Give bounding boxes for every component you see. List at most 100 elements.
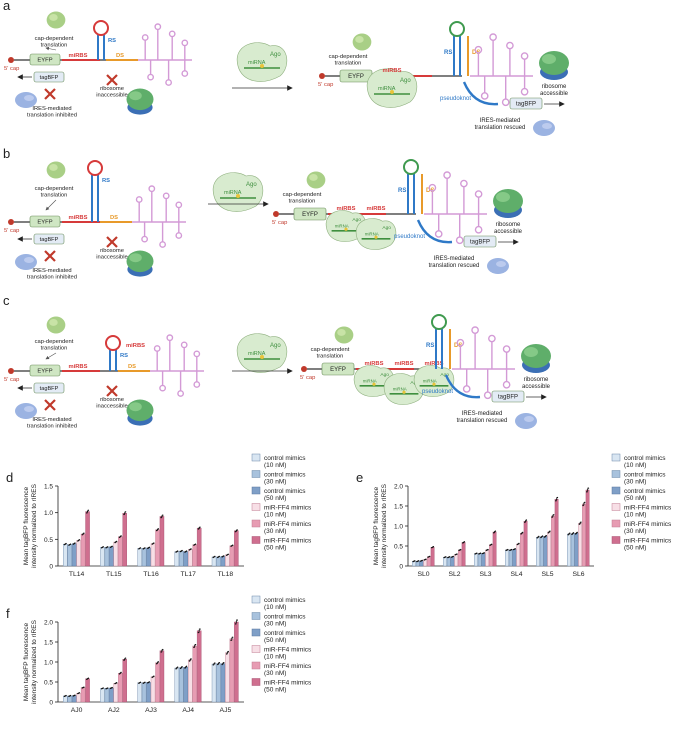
data-point [459, 548, 462, 551]
bar [505, 549, 509, 567]
ago-label: Ago [352, 217, 361, 223]
y-tick-label: 0.5 [394, 544, 403, 551]
data-point [524, 520, 527, 522]
data-point [576, 531, 578, 534]
ribosome-highlight [524, 347, 538, 357]
legend-swatch [251, 612, 261, 620]
data-point [78, 539, 81, 541]
ds-label: DS [110, 215, 118, 221]
data-point [74, 542, 76, 544]
cap-label: 5' cap [4, 66, 19, 72]
data-point [217, 662, 220, 665]
bar [179, 550, 184, 567]
data-point [227, 553, 229, 555]
hairpin-loop [87, 160, 103, 176]
ires-loop [483, 391, 492, 400]
tagbfp-label: tagBFP [40, 386, 59, 392]
x-tick-label: TL15 [106, 571, 122, 578]
ribosome-large-subunit [539, 51, 569, 75]
ribosome-highlight [542, 54, 556, 64]
pseudoknot-label: pseudoknot [422, 389, 453, 395]
data-point [87, 509, 90, 511]
x-stroke [106, 236, 118, 248]
ribosome-subunit-icon [533, 120, 555, 136]
bar [118, 536, 123, 567]
ribosome-inaccessible-label: ribosome [100, 86, 124, 92]
ribosome-icon [539, 51, 569, 80]
ires-rescued-label: IRES-mediated [434, 256, 475, 262]
cap-label: 5' cap [4, 377, 19, 383]
data-point [572, 532, 575, 534]
mirbs-label: miRBS [68, 215, 87, 221]
data-point [181, 549, 183, 552]
data-point [552, 514, 555, 516]
data-point [197, 528, 200, 530]
ires-loop [520, 52, 529, 60]
bar [104, 688, 110, 703]
ribosome-inaccessible-label: ribosome [100, 397, 124, 403]
data-point [124, 657, 127, 659]
ribosome-accessible-label: ribosome [524, 377, 549, 383]
y-axis-label: Mean tagBFP fluorescence [23, 486, 30, 565]
data-point [445, 556, 447, 558]
panel-letter: f [6, 606, 10, 621]
data-point [199, 526, 201, 528]
ribosome-blob-highlight [49, 164, 58, 171]
data-point [230, 639, 232, 642]
hairpin-loop [449, 21, 465, 37]
data-point [162, 514, 164, 516]
legend-label: miR-FF4 mimics [624, 521, 672, 528]
ago-body [236, 333, 288, 373]
ires-loop [135, 196, 143, 203]
data-point [83, 532, 85, 534]
ribosome-icon [126, 88, 154, 115]
y-tick-label: 0 [49, 700, 53, 707]
data-point [582, 504, 584, 507]
eyfp-box [29, 53, 61, 66]
cap-dependent-label: cap-dependent [329, 54, 368, 60]
rs-label: RS [108, 38, 116, 44]
mirbs-label: miRBS [68, 53, 87, 59]
panel-letter: d [6, 470, 13, 485]
x-tick-label: SL3 [479, 571, 491, 578]
bar [582, 503, 586, 567]
data-point [583, 501, 586, 504]
ires-loop [502, 345, 511, 353]
ires-loop [474, 225, 483, 234]
ds-label: DS [128, 364, 136, 370]
legend-swatch [251, 519, 261, 528]
mirbs-label: miRBS [382, 68, 401, 74]
data-point [123, 659, 125, 661]
rs-label: RS [398, 188, 406, 194]
bar [536, 537, 540, 567]
hairpin-loop [105, 335, 121, 351]
inhibited-x-icon [44, 88, 56, 100]
cap-dependent-label: cap-dependent [35, 186, 74, 192]
mirna-label: miRNA [363, 379, 377, 384]
legend-swatch [251, 486, 261, 495]
mirna-label: miRNA [248, 351, 266, 357]
bar [454, 554, 459, 567]
bar [71, 695, 77, 703]
eyfp-label: EYFP [348, 74, 364, 80]
data-point [452, 555, 454, 558]
cap-icon [8, 219, 14, 225]
bar [141, 682, 147, 703]
bar [220, 663, 226, 703]
y-tick-label: 0.5 [44, 680, 53, 687]
bar [578, 523, 583, 567]
ribosome-large-subunit [126, 399, 154, 422]
data-point [218, 555, 221, 558]
ires-loop [177, 390, 185, 397]
data-point [181, 666, 183, 668]
bar [118, 673, 123, 703]
data-point [487, 548, 489, 551]
data-point [156, 662, 159, 664]
data-point [198, 527, 200, 529]
bar [551, 515, 555, 567]
legend-label: miR-FF4 mimics [624, 505, 672, 512]
data-point [421, 559, 423, 562]
